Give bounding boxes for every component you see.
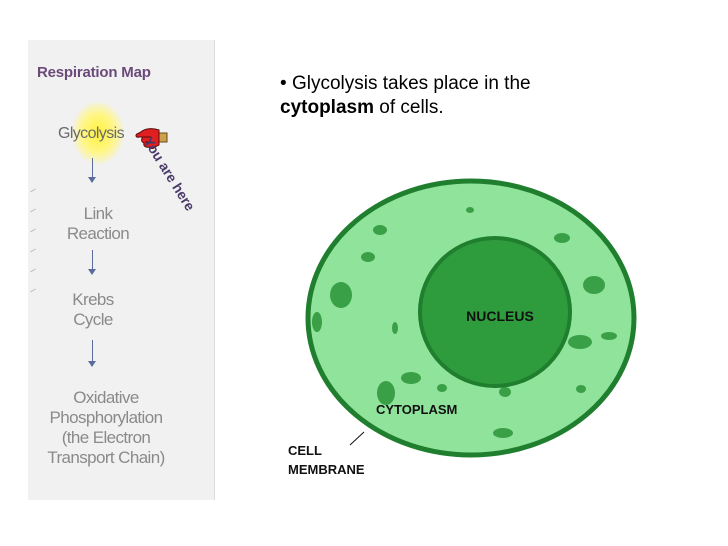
pointing-hand-icon xyxy=(135,128,168,149)
arrow-line xyxy=(92,340,93,362)
step-glycolysis: Glycolysis xyxy=(56,124,126,144)
organelle xyxy=(373,225,387,235)
bullet-point: • Glycolysis takes place in the cytoplas… xyxy=(280,72,700,120)
organelle xyxy=(583,276,605,294)
step-link-reaction: Link Reaction xyxy=(28,204,168,244)
nucleus-shape xyxy=(418,236,572,388)
organelle xyxy=(568,335,592,349)
organelle xyxy=(499,387,511,397)
step-oxphos-line4: Transport Chain) xyxy=(47,448,165,467)
bullet-marker: • xyxy=(280,73,287,94)
organelle xyxy=(554,233,570,243)
cell-diagram: NUCLEUS CYTOPLASM CELL MEMBRANE xyxy=(288,178,637,477)
step-oxphos-line2: Phosphorylation xyxy=(49,408,164,427)
cytoplasm-label: CYTOPLASM xyxy=(376,402,457,417)
organelle xyxy=(312,312,322,332)
arrow-line xyxy=(92,158,93,178)
organelle xyxy=(576,385,586,393)
highlight-glow xyxy=(72,102,124,164)
organelle xyxy=(601,332,617,340)
organelle xyxy=(401,372,421,384)
organelle xyxy=(437,384,447,392)
organelle xyxy=(330,282,352,308)
arrow-line xyxy=(92,250,93,270)
step-krebs-line1: Krebs xyxy=(72,290,114,309)
nucleus-label: NUCLEUS xyxy=(466,308,534,324)
step-oxidative-phosphorylation: Oxidative Phosphorylation (the Electron … xyxy=(26,388,186,468)
edge-tick xyxy=(30,268,36,273)
organelle xyxy=(493,428,513,438)
edge-tick xyxy=(30,248,36,253)
membrane-label-line2: MEMBRANE xyxy=(288,462,365,477)
step-link-line2: Reaction xyxy=(66,224,130,243)
step-krebs-line2: Cycle xyxy=(73,310,113,329)
organelle xyxy=(361,252,375,262)
step-krebs-cycle: Krebs Cycle xyxy=(23,290,163,330)
respiration-map-title: Respiration Map xyxy=(37,64,151,81)
step-glycolysis-label: Glycolysis xyxy=(57,125,125,142)
organelle xyxy=(466,207,474,213)
organelle xyxy=(377,381,395,405)
arrow-down-icon xyxy=(88,361,96,367)
edge-tick xyxy=(30,188,36,193)
bullet-text-before: Glycolysis takes place in the xyxy=(291,73,531,94)
step-oxphos-line1: Oxidative xyxy=(73,388,139,407)
respiration-map-panel: Respiration Map Glycolysis You are here … xyxy=(28,40,215,500)
organelles xyxy=(312,207,617,438)
step-link-line1: Link xyxy=(83,204,113,223)
membrane-label-line1: CELL xyxy=(288,443,322,458)
membrane-pointer-line xyxy=(349,431,365,446)
bullet-emphasis-cytoplasm: cytoplasm xyxy=(280,97,374,118)
organelle xyxy=(392,322,398,334)
you-are-here-label: You are here xyxy=(140,134,199,214)
arrow-down-icon xyxy=(88,177,96,183)
arrow-down-icon xyxy=(88,269,96,275)
step-oxphos-line3: (the Electron xyxy=(61,428,151,447)
bullet-text-after: of cells. xyxy=(379,97,444,118)
